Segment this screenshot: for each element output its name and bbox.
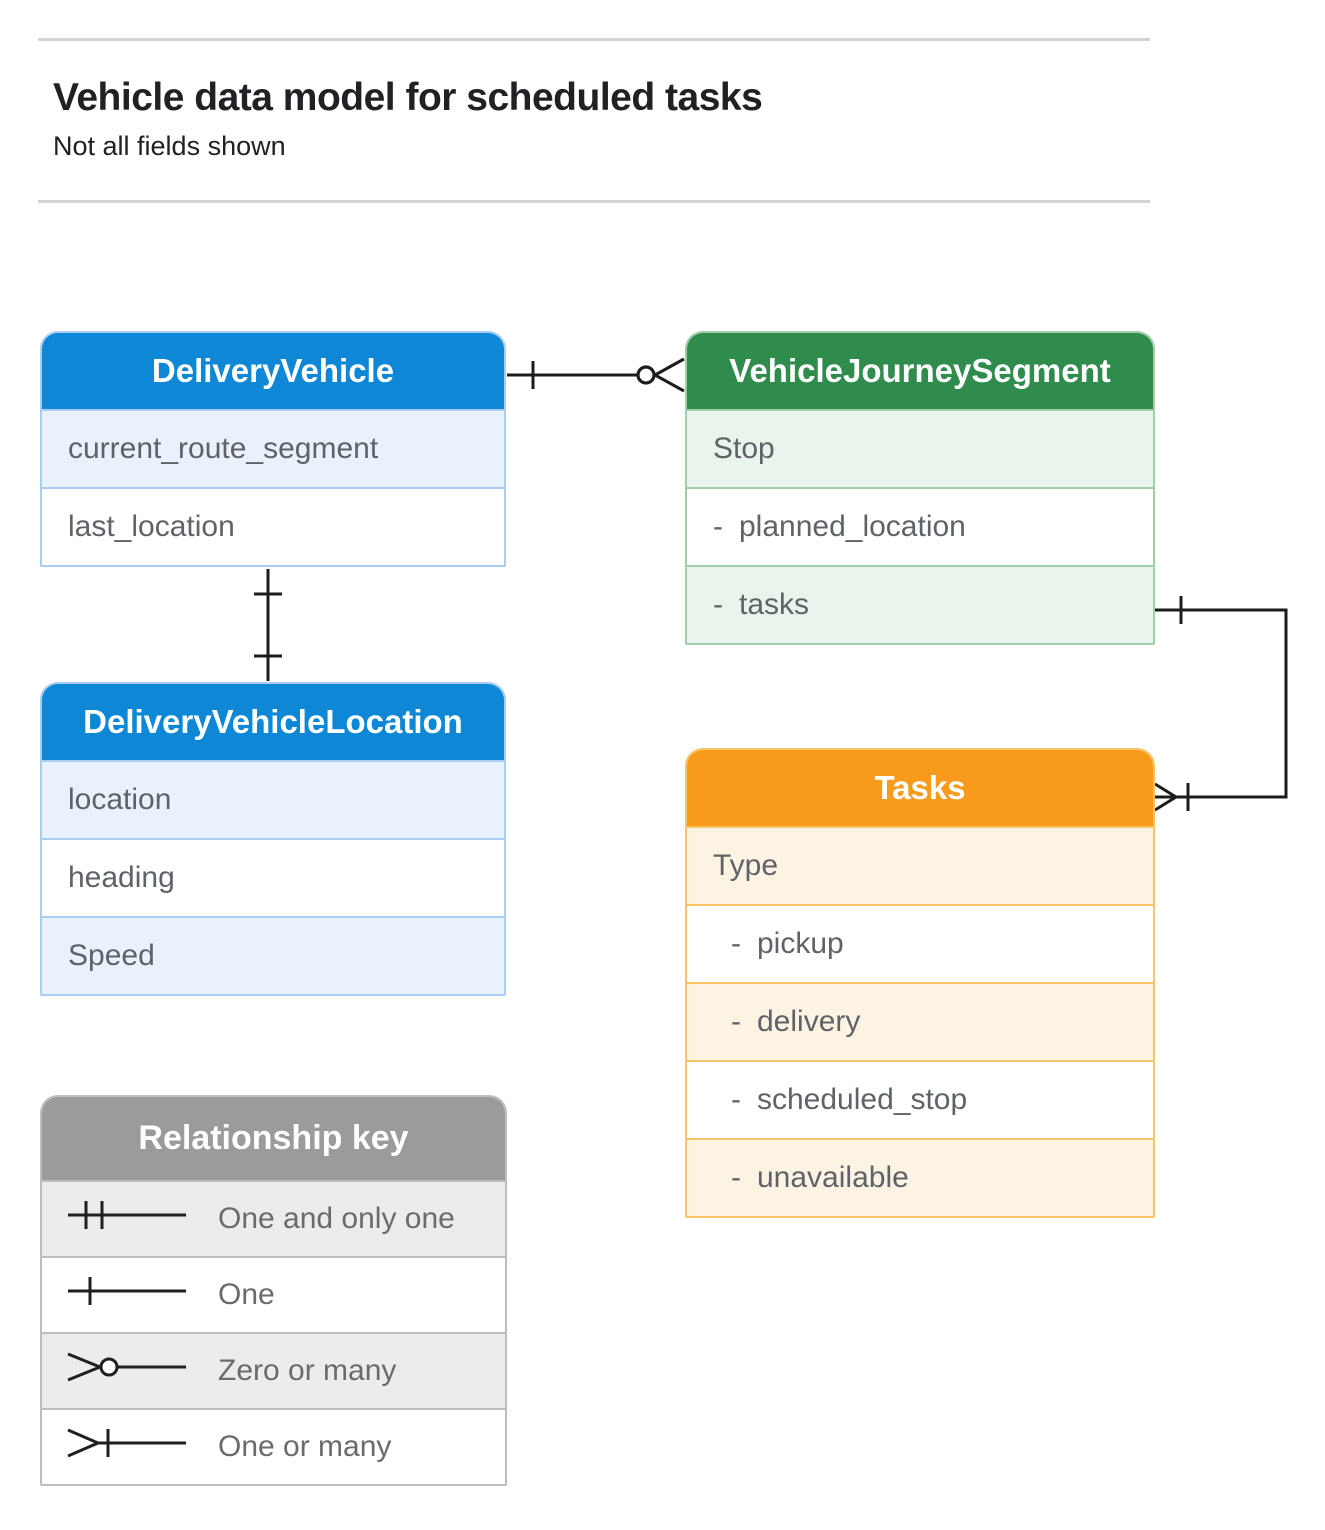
- field-row: heading: [42, 838, 504, 916]
- connector-deliveryvehicle-to-vehiclejourneysegment: [507, 357, 685, 393]
- legend-label: One: [218, 1278, 275, 1311]
- field-label: Speed: [68, 939, 155, 972]
- legend-row: Zero or many: [42, 1332, 505, 1408]
- entity-tasks: Tasks Type-pickup-delivery-scheduled_sto…: [685, 748, 1155, 1218]
- many-crowfoot: [1154, 782, 1177, 812]
- field-dash: -: [731, 1083, 741, 1116]
- field-dash: -: [731, 1005, 741, 1038]
- page-title: Vehicle data model for scheduled tasks: [53, 76, 763, 119]
- field-dash: -: [713, 510, 723, 543]
- entity-tasks-fields: Type-pickup-delivery-scheduled_stop-unav…: [687, 826, 1153, 1216]
- zero-circle: [636, 365, 656, 385]
- field-row: current_route_segment: [42, 409, 504, 487]
- field-row: Type: [687, 826, 1153, 904]
- field-label: scheduled_stop: [757, 1083, 968, 1116]
- legend-label: One or many: [218, 1430, 392, 1463]
- field-dash: -: [713, 588, 723, 621]
- field-label: current_route_segment: [68, 432, 379, 465]
- field-dash: -: [731, 927, 741, 960]
- legend-title: Relationship key: [42, 1097, 505, 1180]
- field-row: -unavailable: [687, 1138, 1153, 1216]
- legend-label: Zero or many: [218, 1354, 397, 1387]
- legend-row: One: [42, 1256, 505, 1332]
- connector-deliveryvehicle-to-deliveryvehiclelocation: [254, 569, 282, 681]
- many-crowfoot: [654, 357, 685, 393]
- field-row: -delivery: [687, 982, 1153, 1060]
- one-and-only-one-icon: [62, 1193, 192, 1245]
- entity-tasks-title: Tasks: [687, 750, 1153, 826]
- field-label: location: [68, 783, 172, 816]
- one-icon: [62, 1269, 192, 1321]
- zero-or-many-icon: [62, 1345, 192, 1397]
- entity-deliveryvehicle-title: DeliveryVehicle: [42, 333, 504, 409]
- connector-vehiclejourneysegment-tasks-to-tasks: [1154, 596, 1288, 812]
- field-label: heading: [68, 861, 175, 894]
- field-label: unavailable: [757, 1161, 909, 1194]
- field-row: Speed: [42, 916, 504, 994]
- field-label: Stop: [713, 432, 775, 465]
- entity-deliveryvehiclelocation-title: DeliveryVehicleLocation: [42, 684, 504, 760]
- field-dash: -: [731, 1161, 741, 1194]
- field-row: -scheduled_stop: [687, 1060, 1153, 1138]
- divider-top: [38, 38, 1150, 41]
- entity-vehiclejourneysegment-title: VehicleJourneySegment: [687, 333, 1153, 409]
- field-label: delivery: [757, 1005, 861, 1038]
- field-row: location: [42, 760, 504, 838]
- legend-row: One and only one: [42, 1180, 505, 1256]
- page-subtitle: Not all fields shown: [53, 131, 286, 161]
- entity-vehiclejourneysegment-fields: Stop-planned_location-tasks: [687, 409, 1153, 643]
- field-label: pickup: [757, 927, 844, 960]
- field-label: last_location: [68, 510, 235, 543]
- divider-bottom: [38, 200, 1150, 203]
- one-or-many-icon: [62, 1421, 192, 1473]
- field-row: -tasks: [687, 565, 1153, 643]
- field-row: -pickup: [687, 904, 1153, 982]
- field-label: Type: [713, 849, 779, 882]
- field-row: -planned_location: [687, 487, 1153, 565]
- legend-label: One and only one: [218, 1202, 455, 1235]
- field-label: tasks: [739, 588, 810, 621]
- legend-row: One or many: [42, 1408, 505, 1484]
- entity-vehiclejourneysegment: VehicleJourneySegment Stop-planned_locat…: [685, 331, 1155, 645]
- entity-deliveryvehicle-fields: current_route_segment last_location: [42, 409, 504, 565]
- field-row: last_location: [42, 487, 504, 565]
- field-row: Stop: [687, 409, 1153, 487]
- field-label: planned_location: [739, 510, 966, 543]
